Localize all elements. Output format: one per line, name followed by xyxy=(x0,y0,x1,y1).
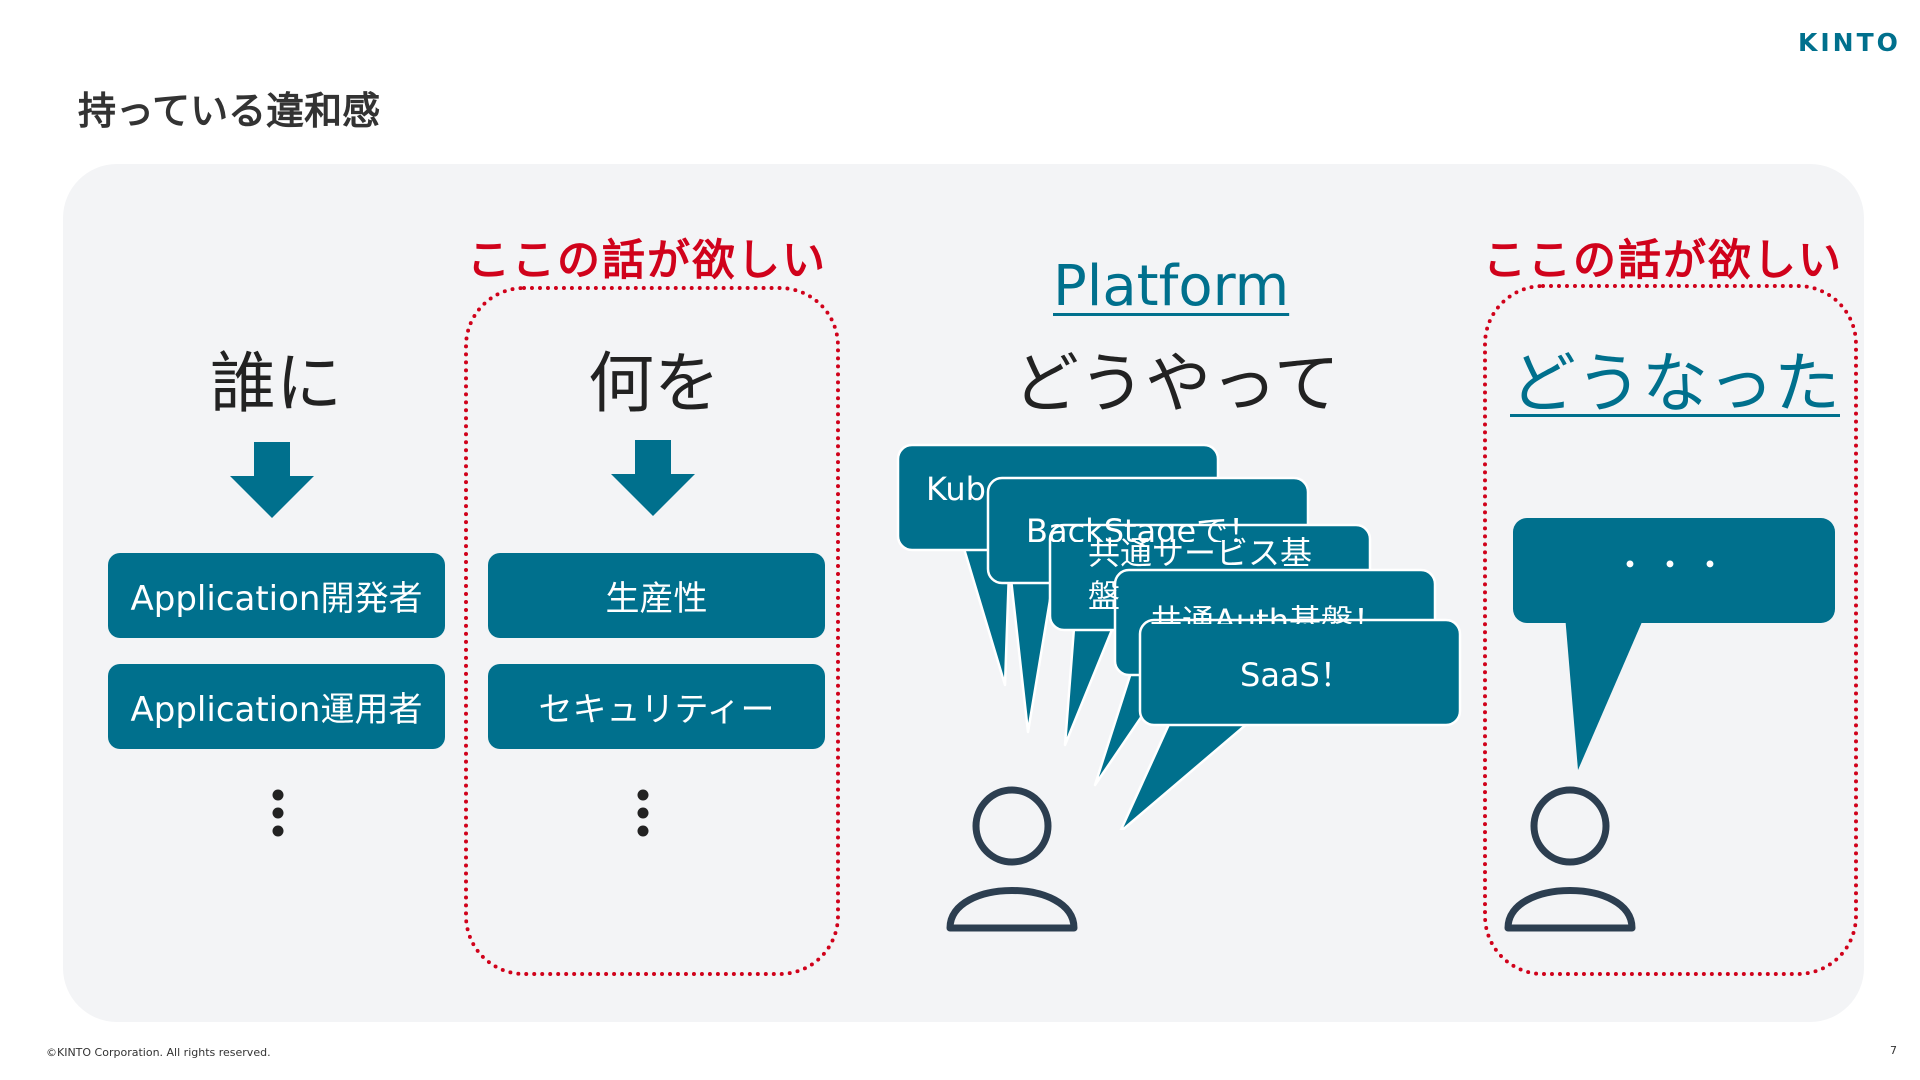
person-icon xyxy=(1504,786,1636,932)
kinto-logo: KINTO xyxy=(1798,28,1901,57)
highlight-frame-what xyxy=(464,286,840,976)
platform-label: Platform xyxy=(1053,254,1290,319)
arrow-down-icon xyxy=(611,440,695,516)
vertical-ellipsis-icon xyxy=(637,789,649,837)
bubble-text-backstage: BackStageで！ xyxy=(1026,512,1261,542)
heading-result: どうなった xyxy=(1510,345,1840,422)
highlight-frame-result xyxy=(1483,284,1858,976)
what-item-security: セキュリティー xyxy=(488,664,825,749)
result-speech-bubble xyxy=(1513,518,1835,770)
speech-bubble-stack xyxy=(896,443,1462,830)
want-this-caption-what: ここの話が欲しい xyxy=(467,236,827,286)
heading-how: どうやって xyxy=(1013,345,1340,422)
want-this-caption-result: ここの話が欲しい xyxy=(1483,236,1843,286)
arrow-down-icon xyxy=(230,442,314,518)
result-bubble-ellipsis: ・・・ xyxy=(1613,546,1734,584)
bubble-text-common-service: 共通サービス基盤 xyxy=(1088,534,1313,615)
bubble-text-common-auth: 共通Auth基盤！ xyxy=(1150,602,1386,624)
what-item-productivity: 生産性 xyxy=(488,553,825,638)
page-number: 7 xyxy=(1890,1044,1897,1057)
who-item-app-operator: Application運用者 xyxy=(108,664,445,749)
bubble-text-saas: SaaS！ xyxy=(1240,656,1352,694)
bubble-text-kubernetes: Kub xyxy=(926,470,986,508)
person-icon xyxy=(946,786,1078,932)
vertical-ellipsis-icon xyxy=(272,789,284,837)
copyright-text: ©KINTO Corporation. All rights reserved. xyxy=(46,1046,271,1059)
heading-who: 誰に xyxy=(210,345,342,422)
slide-title: 持っている違和感 xyxy=(78,89,381,133)
who-item-app-developer: Application開発者 xyxy=(108,553,445,638)
heading-what: 何を xyxy=(588,345,720,422)
